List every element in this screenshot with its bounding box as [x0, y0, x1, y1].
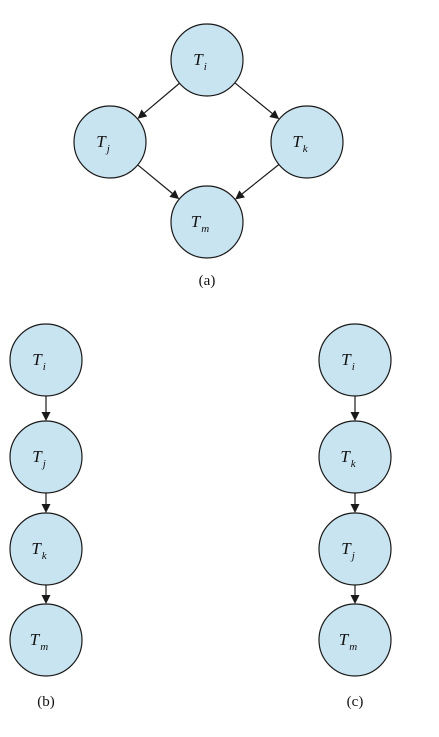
node-label: Tm — [339, 630, 357, 653]
node-label-subscript: j — [105, 143, 110, 155]
node-circle — [318, 512, 392, 586]
node-c-ti: Ti — [318, 323, 392, 397]
node-label: Ti — [341, 350, 355, 373]
node-b-tj: Tj — [9, 420, 83, 494]
node-a-ti: Ti — [170, 23, 244, 97]
caption-b: (b) — [37, 694, 55, 710]
caption-c: (c) — [347, 694, 364, 710]
node-label-base: T — [341, 350, 352, 369]
arrowhead — [350, 504, 360, 513]
node-label: Tj — [32, 447, 46, 470]
edge-line — [143, 82, 180, 114]
edge-b-j-k — [41, 493, 51, 513]
node-circle — [318, 603, 392, 677]
node-c-tk: Tk — [318, 420, 392, 494]
node-a-tk: Tk — [270, 105, 344, 179]
node-circle — [170, 23, 244, 97]
edge-b-i-j — [41, 396, 51, 421]
edge-c-k-j — [350, 493, 360, 513]
edge-b-k-m — [41, 585, 51, 604]
edge-a-i-k — [234, 82, 280, 120]
node-a-tj: Tj — [73, 105, 147, 179]
node-circle — [9, 323, 83, 397]
node-label-subscript: k — [42, 550, 48, 562]
node-label-subscript: m — [201, 223, 209, 235]
node-circle — [170, 185, 244, 259]
node-label-base: T — [193, 50, 204, 69]
node-c-tj: Tj — [318, 512, 392, 586]
edges-layer — [41, 82, 360, 604]
node-b-tm: Tm — [9, 603, 83, 677]
node-label: Tj — [341, 539, 355, 562]
node-label-base: T — [191, 212, 202, 231]
edge-c-j-m — [350, 585, 360, 604]
edge-line — [234, 82, 273, 114]
arrowhead — [235, 190, 245, 200]
node-circle — [270, 105, 344, 179]
node-circle — [318, 323, 392, 397]
node-circle — [9, 420, 83, 494]
node-label-base: T — [32, 350, 43, 369]
node-label: Tk — [31, 539, 47, 562]
node-label: Ti — [32, 350, 46, 373]
node-label-base: T — [339, 630, 350, 649]
node-label-subscript: j — [350, 550, 355, 562]
arrowhead — [350, 595, 360, 604]
node-label-subscript: m — [349, 641, 357, 653]
arrowhead — [350, 412, 360, 421]
edge-c-i-k — [350, 396, 360, 421]
node-b-tk: Tk — [9, 512, 83, 586]
edge-a-j-m — [137, 164, 180, 200]
node-circle — [73, 105, 147, 179]
arrowhead — [169, 189, 180, 200]
arrowhead — [41, 504, 51, 513]
node-b-ti: Ti — [9, 323, 83, 397]
node-label-base: T — [340, 447, 351, 466]
caption-a: (a) — [199, 273, 216, 289]
node-a-tm: Tm — [170, 185, 244, 259]
arrowhead — [41, 595, 51, 604]
node-c-tm: Tm — [318, 603, 392, 677]
node-label: Ti — [193, 50, 207, 73]
node-label-base: T — [341, 539, 352, 558]
node-label-subscript: j — [41, 458, 46, 470]
node-label-subscript: i — [352, 361, 355, 373]
node-label-base: T — [32, 447, 43, 466]
arrowhead — [269, 109, 280, 120]
node-label: Tm — [30, 630, 48, 653]
arrowhead — [41, 412, 51, 421]
node-label-base: T — [30, 630, 41, 649]
node-label-subscript: i — [43, 361, 46, 373]
node-label: Tk — [340, 447, 356, 470]
node-label-base: T — [31, 539, 42, 558]
arrowhead — [137, 109, 148, 119]
node-circle — [9, 603, 83, 677]
node-label-base: T — [96, 132, 107, 151]
node-label: Tm — [191, 212, 209, 235]
node-label: Tj — [96, 132, 110, 155]
edge-a-k-m — [235, 164, 280, 200]
node-label-subscript: k — [351, 458, 357, 470]
node-label-subscript: m — [40, 641, 48, 653]
edge-line — [241, 164, 280, 195]
node-label-base: T — [292, 132, 303, 151]
edge-a-i-j — [137, 82, 180, 119]
node-circle — [9, 512, 83, 586]
node-circle — [318, 420, 392, 494]
captions-layer: (a) (b) (c) — [37, 273, 363, 710]
node-label: Tk — [292, 132, 308, 155]
node-label-subscript: k — [303, 143, 309, 155]
edge-line — [137, 164, 173, 194]
node-label-subscript: i — [204, 61, 207, 73]
